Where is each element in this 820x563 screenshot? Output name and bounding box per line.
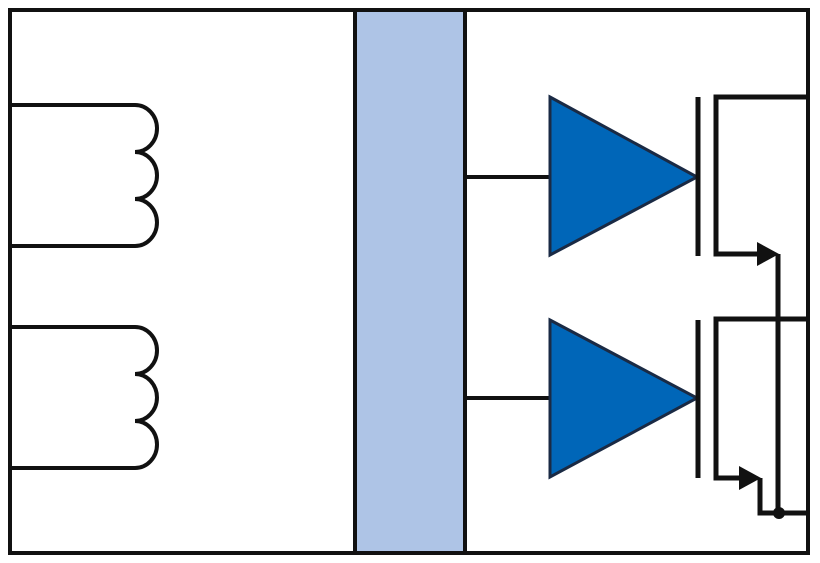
outer-frame	[8, 8, 810, 555]
transistor-bottom	[695, 316, 806, 516]
transformer-coil-top	[10, 103, 159, 248]
transformer-coil-bottom	[10, 325, 159, 470]
isolation-barrier	[353, 8, 467, 555]
junction-dot	[773, 507, 785, 519]
driver-amplifier-bottom	[548, 317, 701, 480]
driver-amplifier-top	[548, 94, 701, 258]
transistor-top	[695, 94, 806, 513]
